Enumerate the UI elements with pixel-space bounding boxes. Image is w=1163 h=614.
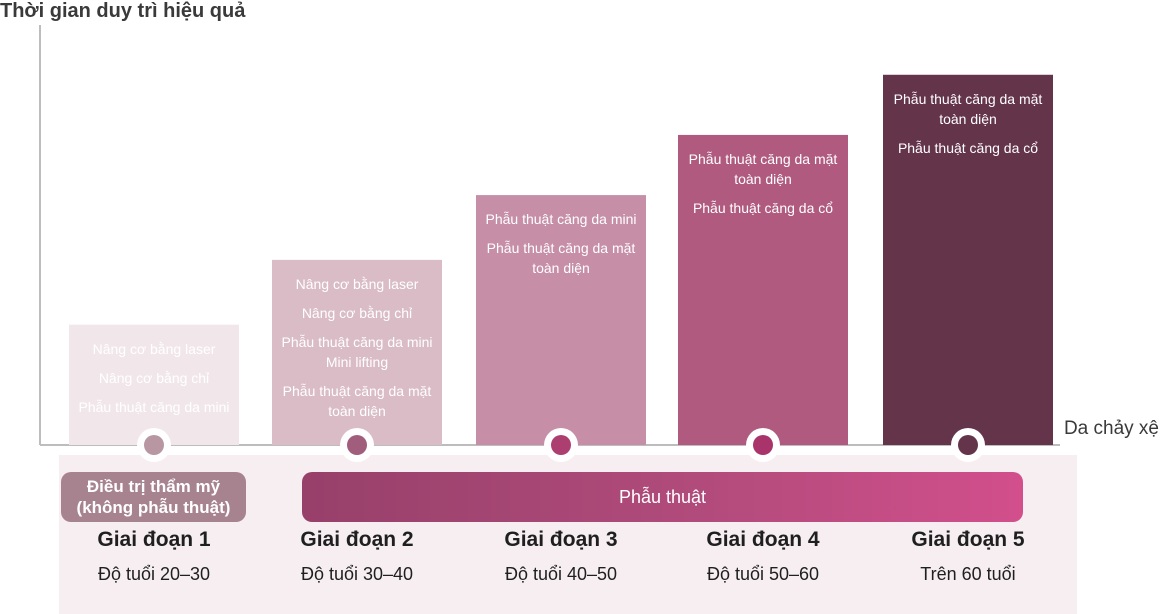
- stage-name-1: Giai đoạn 1: [97, 528, 211, 551]
- bar-item-label: Nâng cơ bằng laser: [92, 340, 216, 357]
- bar-item-label: Phẫu thuật căng da mặt toàn diện: [486, 240, 636, 277]
- stage-name-4: Giai đoạn 4: [706, 528, 820, 551]
- bar-item-label: Nâng cơ bằng chỉ: [301, 304, 413, 321]
- bar-stage-4: [678, 134, 848, 445]
- stage-age-5: Trên 60 tuổi: [920, 564, 1016, 584]
- nonsurgical-treatment-pill: Điều trị thẩm mỹ(không phẫu thuật): [61, 472, 246, 522]
- x-axis-title: Da chảy xệ: [1063, 418, 1159, 439]
- stage-age-4: Độ tuổi 50–60: [706, 564, 820, 584]
- stage-dot-5: [951, 428, 985, 462]
- bar-item-label: Phẫu thuật căng da cổ: [897, 139, 1039, 156]
- stage-dot-core: [347, 435, 367, 455]
- bar-stage-5: [883, 74, 1053, 445]
- bar-item-label: Phẫu thuật căng da mặt toàn diện: [688, 150, 838, 187]
- bar-item-label: Nâng cơ bằng chỉ: [98, 369, 210, 386]
- nonsurgical-treatment-label: Điều trị thẩm mỹ(không phẫu thuật): [76, 477, 231, 517]
- stage-dot-2: [340, 428, 374, 462]
- stage-dot-core: [753, 435, 773, 455]
- bar-stage-3: [476, 195, 646, 445]
- stage-dot-4: [746, 428, 780, 462]
- bar-item-label: Phẫu thuật căng da mini: [78, 398, 230, 415]
- surgical-treatment-pill: Phẫu thuật: [302, 472, 1023, 522]
- stage-name-5: Giai đoạn 5: [911, 528, 1025, 551]
- bar-item-label: Phẫu thuật căng da mặt toàn diện: [282, 382, 432, 419]
- stage-name-2: Giai đoạn 2: [300, 528, 414, 551]
- surgical-treatment-label: Phẫu thuật: [618, 486, 707, 507]
- stage-age-1: Độ tuổi 20–30: [97, 564, 211, 584]
- stage-dot-core: [144, 435, 164, 455]
- bar-stage-1: [69, 324, 239, 445]
- stage-name-3: Giai đoạn 3: [504, 528, 618, 551]
- y-axis-title: Thời gian duy trì hiệu quả: [0, 0, 246, 22]
- bar-item-label: Phẫu thuật căng da mini: [485, 211, 637, 228]
- stage-dot-core: [551, 435, 571, 455]
- stage-age-3: Độ tuổi 40–50: [504, 564, 618, 584]
- stage-dot-1: [137, 428, 171, 462]
- bar-item-label: Nâng cơ bằng laser: [295, 275, 419, 292]
- bar-item-label: Phẫu thuật căng da mặt toàn diện: [893, 90, 1043, 127]
- bar-item-label: Phẫu thuật căng da cổ: [692, 199, 834, 216]
- bar-stage-2: [272, 259, 442, 445]
- stage-dot-3: [544, 428, 578, 462]
- stage-age-2: Độ tuổi 30–40: [300, 564, 414, 584]
- stage-dot-core: [958, 435, 978, 455]
